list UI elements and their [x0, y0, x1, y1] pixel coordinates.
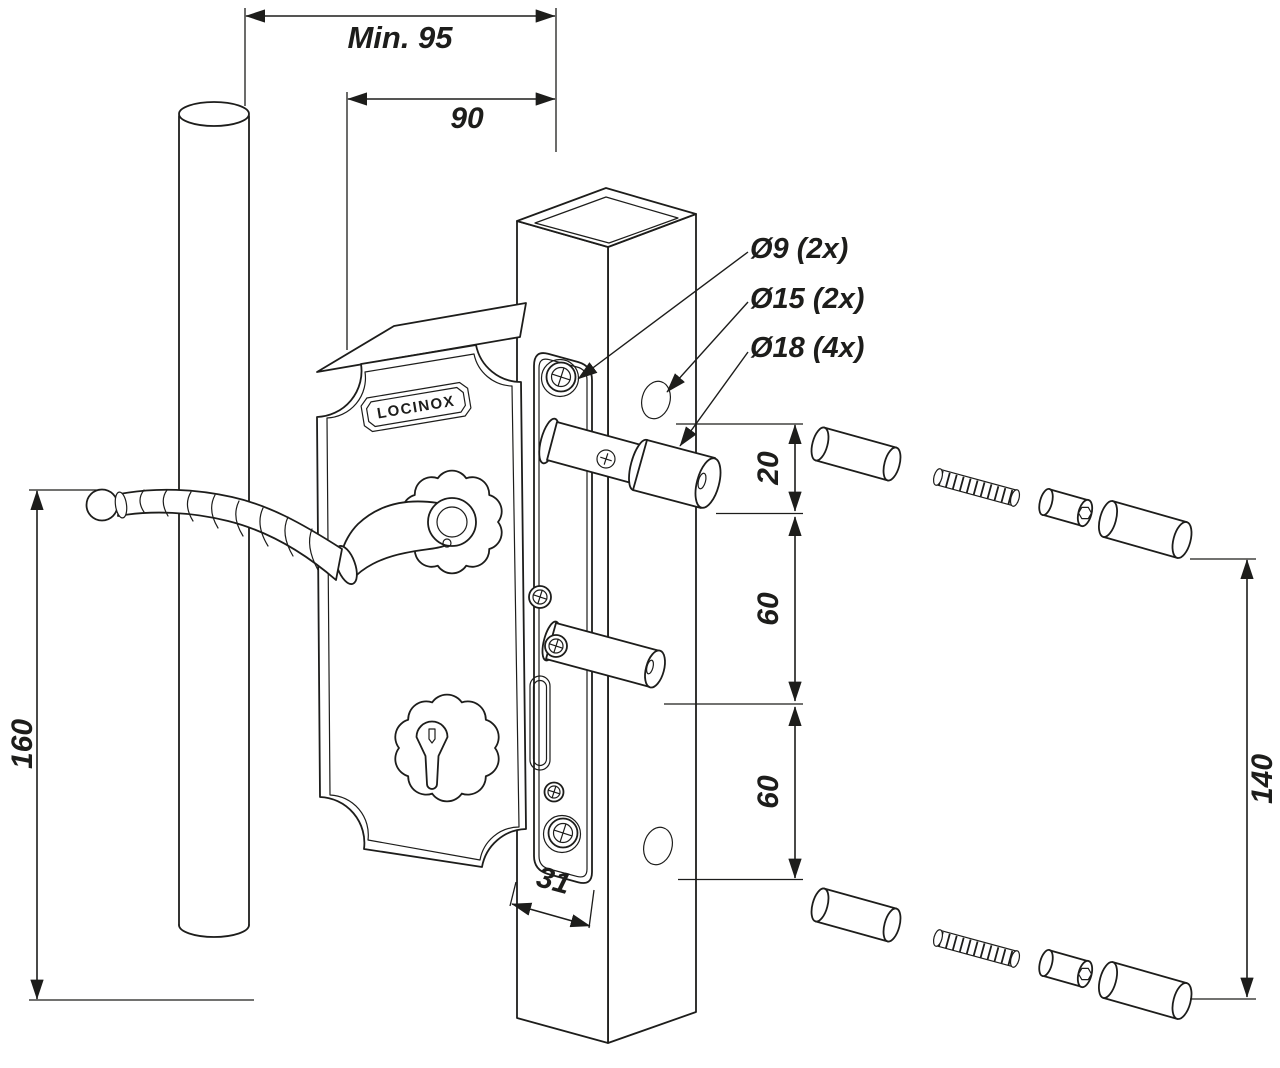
callout-o18: Ø18 (4x) — [679, 332, 864, 447]
socket-screw-lower — [1038, 948, 1094, 989]
cylinder-assembly — [394, 693, 500, 803]
cylinder-rosette — [394, 693, 500, 803]
grip-twist-lines — [139, 489, 319, 571]
dim-min-95: Min. 95 — [244, 8, 557, 152]
adjustment-slot — [529, 675, 551, 771]
round-post — [178, 101, 250, 938]
grip-end-ball — [85, 488, 119, 522]
dim-20-label: 20 — [752, 451, 785, 486]
dim-60-top: 60 — [664, 516, 803, 705]
lower-fixing-hole — [643, 826, 673, 866]
adjustment-slot-inner — [532, 679, 548, 767]
fastener-set-upper — [810, 426, 1193, 559]
handle-set-pin — [442, 538, 452, 548]
latch-bolt — [538, 417, 722, 509]
euro-cylinder — [415, 720, 449, 790]
end-cap-upper — [1098, 500, 1193, 559]
dim-60-top-label: 60 — [752, 592, 785, 626]
locinox-badge: LOCINOX — [360, 381, 472, 433]
mounting-plate — [529, 352, 593, 884]
callout-o15-label: Ø15 (2x) — [750, 283, 864, 315]
dim-60-bottom-label: 60 — [752, 775, 785, 809]
handle-grip — [117, 488, 343, 581]
top-fixing-screw — [545, 361, 577, 393]
dim-20: 20 — [676, 423, 803, 515]
bottom-fixing-screw — [547, 817, 579, 849]
threaded-rod-lower — [932, 929, 1021, 968]
callout-o9-label: Ø9 (2x) — [750, 233, 848, 265]
upper-fixing-hole — [641, 380, 671, 420]
profile-wall-inner — [534, 196, 679, 244]
socket-screw-upper — [1038, 487, 1094, 528]
latch-end-slot — [697, 472, 707, 490]
bottom-screw-hole-ring — [542, 814, 582, 854]
lever-handle-assembly — [85, 469, 503, 585]
dim-160-label: 160 — [6, 719, 39, 769]
end-cap-lower — [1098, 961, 1193, 1020]
grip-end-collar — [114, 491, 128, 519]
callout-o18-label: Ø18 (4x) — [750, 332, 864, 364]
mid-screw — [528, 585, 552, 609]
dim-140: 140 — [1190, 558, 1279, 1000]
threaded-rod-upper — [932, 468, 1021, 507]
fastener-set-lower — [810, 887, 1193, 1020]
handle-hub-inner — [436, 506, 468, 538]
deadbolt-end-dot — [645, 659, 655, 675]
profile-top-face — [516, 187, 697, 248]
fixing-screws — [528, 358, 582, 854]
callout-o9: Ø9 (2x) — [577, 233, 848, 380]
profile-right-face — [607, 213, 697, 1044]
dim-140-label: 140 — [1246, 754, 1279, 804]
deadbolt-end — [644, 649, 666, 689]
dim-90: 90 — [346, 92, 556, 350]
keyway — [428, 728, 436, 744]
lower-small-screw — [543, 781, 565, 803]
dim-60-bottom: 60 — [678, 706, 803, 881]
handle-hub — [427, 497, 477, 547]
deadbolt-hub-screw — [544, 634, 568, 658]
dim-90-label: 90 — [450, 102, 484, 135]
callout-o15: Ø15 (2x) — [666, 283, 864, 393]
latch-shaft-screw — [596, 449, 616, 469]
hex-socket-lower — [1077, 967, 1093, 981]
hex-socket-upper — [1077, 506, 1093, 520]
dim-160: 160 — [6, 489, 254, 1001]
lock-plate-inner-line — [326, 353, 520, 861]
latch-head-end — [694, 457, 722, 509]
dim-min-95-label: Min. 95 — [347, 20, 453, 55]
